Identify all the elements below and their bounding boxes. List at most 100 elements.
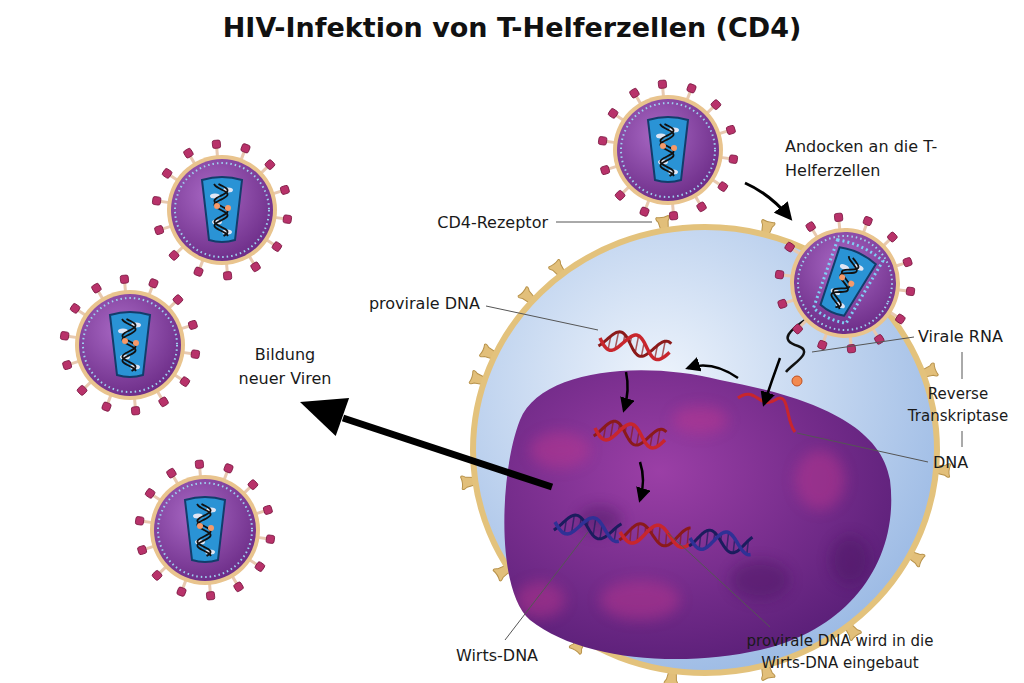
hiv-virion bbox=[135, 460, 275, 600]
callout-label: Bildung neuer Viren bbox=[230, 343, 340, 391]
envelope-protein bbox=[60, 331, 69, 340]
hiv-virion bbox=[152, 140, 292, 280]
viral-rna bbox=[786, 318, 808, 372]
virion-envelope bbox=[75, 290, 185, 400]
envelope-protein bbox=[152, 196, 161, 205]
virion-enzyme bbox=[660, 143, 666, 149]
envelope-protein bbox=[777, 299, 787, 309]
dna-strand bbox=[593, 418, 666, 450]
envelope-protein bbox=[166, 468, 177, 479]
leader-line bbox=[962, 352, 963, 379]
dna-rung bbox=[727, 533, 729, 550]
diagram-title: HIV-Infektion von T-Helferzellen (CD4) bbox=[0, 12, 1024, 43]
envelope-protein bbox=[608, 108, 619, 119]
envelope-protein bbox=[137, 545, 147, 555]
envelope-protein bbox=[863, 216, 873, 226]
leader-line bbox=[962, 431, 963, 447]
envelope-protein bbox=[263, 505, 273, 515]
capsid bbox=[813, 245, 877, 321]
process-arrow bbox=[745, 183, 790, 218]
virion-enzyme bbox=[197, 523, 203, 529]
envelope-protein bbox=[223, 271, 232, 280]
chromatin-spot bbox=[730, 560, 790, 600]
chromatin-spot bbox=[600, 580, 680, 620]
virion-ring bbox=[783, 221, 908, 346]
process-arrow bbox=[688, 366, 738, 378]
callout-label: Wirts-DNA bbox=[456, 644, 538, 668]
virion-enzyme bbox=[838, 273, 846, 281]
dna-rung bbox=[630, 425, 633, 442]
capsid bbox=[110, 312, 150, 377]
envelope-protein bbox=[834, 213, 843, 222]
leader-line bbox=[556, 222, 652, 223]
envelope-protein bbox=[195, 460, 204, 469]
process-arrow bbox=[624, 372, 628, 410]
envelope-protein bbox=[874, 334, 885, 345]
envelope-protein bbox=[717, 181, 728, 192]
release-arrow bbox=[343, 418, 552, 487]
capsid bbox=[648, 117, 688, 182]
envelope-protein bbox=[62, 360, 72, 370]
virion-enzyme bbox=[225, 205, 231, 211]
envelope-protein bbox=[264, 159, 275, 170]
virion-ring bbox=[83, 298, 177, 392]
envelope-protein bbox=[805, 221, 816, 232]
leader-line bbox=[486, 306, 598, 330]
envelope-protein bbox=[792, 323, 803, 334]
envelope-protein bbox=[148, 278, 158, 288]
dna-strand bbox=[553, 512, 621, 542]
envelope-protein bbox=[91, 283, 102, 294]
envelope-protein bbox=[247, 479, 258, 490]
reverse-transcriptase bbox=[792, 376, 802, 386]
hiv-virion bbox=[598, 80, 738, 220]
callout-label: Virale RNA bbox=[918, 325, 1003, 349]
capsid bbox=[185, 497, 225, 562]
virion-envelope bbox=[150, 475, 260, 585]
envelope-protein bbox=[154, 225, 164, 235]
chromatin-spot bbox=[515, 582, 565, 618]
virion-envelope bbox=[167, 155, 277, 265]
dna-strand bbox=[553, 512, 621, 542]
envelope-protein bbox=[168, 250, 179, 261]
callout-label: Reverse Transkriptase bbox=[898, 383, 1018, 427]
envelope-protein bbox=[696, 201, 707, 212]
envelope-protein bbox=[183, 148, 194, 159]
chromatin-spot bbox=[530, 432, 590, 468]
virion-rna bbox=[660, 124, 673, 176]
envelope-protein bbox=[906, 287, 915, 296]
leader-line bbox=[812, 337, 914, 352]
dna-strand bbox=[593, 418, 666, 450]
envelope-protein bbox=[135, 516, 144, 525]
envelope-protein bbox=[614, 190, 625, 201]
envelope-protein bbox=[172, 294, 183, 305]
virion-envelope bbox=[772, 210, 918, 356]
envelope-protein bbox=[250, 261, 261, 272]
virion-enzyme bbox=[208, 525, 214, 531]
virion-matrix bbox=[154, 479, 256, 581]
virion-enzyme bbox=[847, 280, 855, 288]
dna-strand bbox=[689, 528, 753, 555]
callout-label: provirale DNA bbox=[369, 292, 480, 316]
virion-enzyme bbox=[122, 338, 128, 344]
envelope-protein bbox=[193, 267, 203, 277]
capsid bbox=[202, 177, 242, 242]
envelope-protein bbox=[887, 231, 898, 242]
envelope-protein bbox=[233, 581, 244, 592]
envelope-protein bbox=[729, 155, 738, 164]
envelope-protein bbox=[179, 376, 190, 387]
envelope-protein bbox=[212, 140, 221, 149]
capsid-ring bbox=[806, 237, 884, 329]
envelope-protein bbox=[639, 207, 649, 217]
virion-enzyme bbox=[214, 203, 220, 209]
envelope-protein bbox=[101, 402, 111, 412]
leader-line bbox=[505, 532, 588, 640]
envelope-protein bbox=[191, 350, 200, 359]
process-arrow bbox=[640, 462, 643, 500]
envelope-protein bbox=[254, 561, 265, 572]
dna-helix bbox=[689, 528, 753, 555]
envelope-protein bbox=[775, 270, 784, 279]
envelope-protein bbox=[817, 340, 827, 350]
envelope-protein bbox=[162, 168, 173, 179]
virion-matrix bbox=[171, 159, 273, 261]
